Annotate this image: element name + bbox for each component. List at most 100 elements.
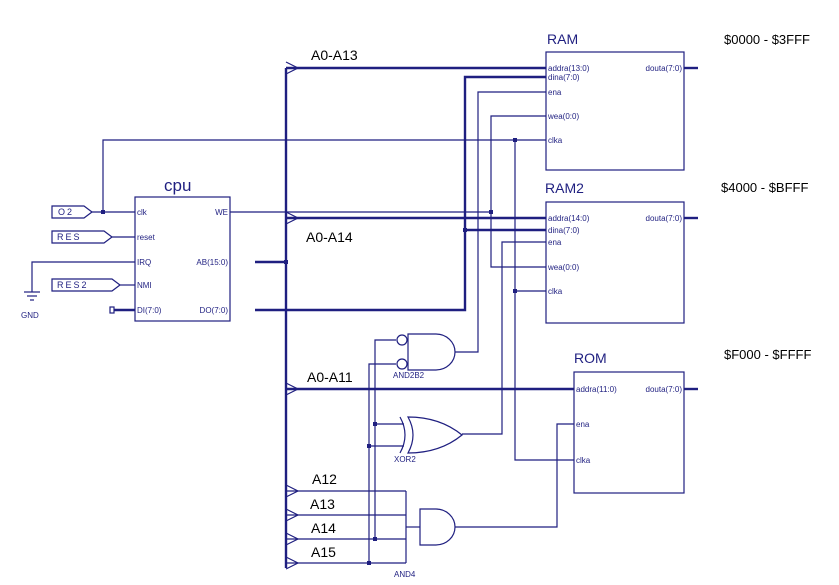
ram2-pin-wea: wea(0:0) — [547, 263, 579, 272]
rom-pin-ena: ena — [576, 420, 590, 429]
ram2-ena-wire — [462, 241, 546, 435]
ram2-body — [545, 201, 685, 324]
junction-a15 — [367, 561, 371, 565]
junction-a14-xor — [373, 422, 377, 426]
junction-a14 — [373, 537, 377, 541]
rom-pin-douta: douta(7:0) — [646, 385, 683, 394]
cpu-body — [134, 196, 231, 322]
a14-decode-wire — [374, 339, 396, 539]
cpu-title: cpu — [164, 176, 191, 195]
ram-pin-douta: douta(7:0) — [646, 64, 683, 73]
xor2-gate[interactable]: XOR2 — [394, 416, 463, 464]
ram-body — [545, 51, 685, 171]
port-res2[interactable]: RES2 — [51, 278, 121, 292]
port-o2[interactable]: O2 — [51, 205, 93, 219]
junctions — [101, 138, 517, 565]
label-a15: A15 — [311, 544, 336, 560]
ram2-pin-ena: ena — [548, 238, 562, 247]
cpu-pin-clk: clk — [137, 208, 148, 217]
cpu-pin-irq: IRQ — [137, 258, 151, 267]
and2b2-bubble-top — [396, 334, 408, 346]
junction-do — [463, 228, 467, 232]
label-a0-a14: A0-A14 — [306, 229, 353, 245]
junction-a15-xor — [367, 444, 371, 448]
range-rom: $F000 - $FFFF — [724, 347, 811, 362]
bus-labels: A0-A13 A0-A14 A0-A11 A12 A13 A14 A15 — [306, 47, 358, 560]
ram-pin-addra: addra(13:0) — [548, 64, 590, 73]
clock-net — [102, 139, 546, 212]
arrow-a12 — [285, 484, 300, 498]
label-a13: A13 — [310, 496, 335, 512]
ram2-pin-douta: douta(7:0) — [646, 214, 683, 223]
port-res[interactable]: RES — [51, 230, 113, 244]
and4-gate[interactable]: AND4 — [394, 508, 456, 579]
ram-title: RAM — [547, 31, 578, 47]
gnd-label: GND — [21, 311, 39, 320]
range-ram: $0000 - $3FFF — [724, 32, 810, 47]
gnd-symbol: GND — [21, 291, 40, 320]
ram2-pin-dina: dina(7:0) — [548, 226, 580, 235]
we-wire — [230, 115, 546, 213]
cpu-pin-do: DO(7:0) — [200, 306, 229, 315]
ram-pin-ena: ena — [548, 88, 562, 97]
label-a0-a11: A0-A11 — [307, 369, 353, 385]
ram-pin-wea: wea(0:0) — [547, 112, 579, 121]
ram-ena-wire — [455, 91, 546, 353]
ram-block[interactable]: RAM addra(13:0) dina(7:0) ena wea(0:0) c… — [545, 31, 685, 171]
ram2-title: RAM2 — [545, 180, 584, 196]
rom-pin-addra: addra(11:0) — [576, 385, 617, 394]
data-out-bus — [255, 75, 546, 312]
and2b2-body — [407, 333, 456, 371]
junction-clock-ram2 — [513, 289, 517, 293]
cpu-block[interactable]: cpu clk reset IRQ NMI DI(7:0) WE AB(15:0… — [134, 176, 231, 322]
address-ranges: $0000 - $3FFF $4000 - $BFFF $F000 - $FFF… — [721, 32, 811, 362]
arrow-a0-a11 — [285, 382, 300, 396]
arrow-a14 — [285, 532, 300, 546]
and2b2-gate[interactable]: AND2B2 — [393, 333, 456, 380]
label-a14: A14 — [311, 520, 336, 536]
arrow-a13 — [285, 508, 300, 522]
xor2-body — [406, 416, 463, 454]
junction-clock-ram — [513, 138, 517, 142]
and4-label: AND4 — [394, 570, 416, 579]
xor2-label: XOR2 — [394, 455, 416, 464]
we-ram2-wire — [490, 212, 546, 268]
irq-wire — [31, 261, 135, 292]
arrow-a15 — [285, 556, 300, 570]
xor2-back-curve — [399, 416, 406, 454]
wires — [31, 66, 698, 568]
a15-decode-wire — [368, 363, 396, 563]
junction-clk — [101, 210, 105, 214]
and4-body — [419, 508, 456, 546]
ram2-block[interactable]: RAM2 addra(14:0) dina(7:0) ena wea(0:0) … — [545, 180, 685, 324]
arrow-a0-a14 — [285, 211, 300, 225]
ram-pin-clka: clka — [548, 136, 563, 145]
range-ram2: $4000 - $BFFF — [721, 180, 808, 195]
bus-arrows — [285, 61, 300, 570]
cpu-pin-we: WE — [215, 208, 228, 217]
junction-we — [489, 210, 493, 214]
rom-block[interactable]: ROM addra(11:0) ena clka douta(7:0) — [573, 350, 685, 494]
di-input-marker — [109, 306, 115, 314]
and2b2-label: AND2B2 — [393, 371, 425, 380]
junction-ab — [284, 260, 288, 264]
ram2-pin-clka: clka — [548, 287, 563, 296]
ram-pin-dina: dina(7:0) — [548, 73, 580, 82]
cpu-pin-reset: reset — [137, 233, 156, 242]
port-res2-label: RES2 — [57, 280, 89, 290]
rom-title: ROM — [574, 350, 607, 366]
port-o2-label: O2 — [58, 207, 74, 217]
clock-rom-wire — [514, 140, 574, 461]
cpu-pin-nmi: NMI — [137, 281, 152, 290]
cpu-pin-di: DI(7:0) — [137, 306, 162, 315]
arrow-a0-a13 — [285, 61, 300, 75]
port-res-label: RES — [57, 232, 82, 242]
port-o2-shape — [51, 205, 93, 219]
and2b2-bubble-bottom — [396, 358, 408, 370]
label-a0-a13: A0-A13 — [311, 47, 358, 63]
rom-body — [573, 371, 685, 494]
port-res2-shape — [51, 278, 121, 292]
rom-pin-clka: clka — [576, 456, 591, 465]
cpu-pin-ab: AB(15:0) — [196, 258, 228, 267]
